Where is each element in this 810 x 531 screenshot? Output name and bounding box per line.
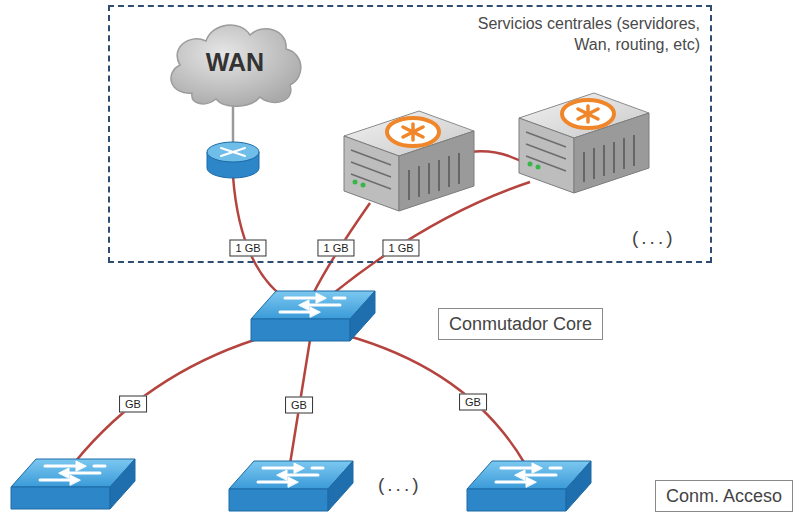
core-switch-symbol: [251, 291, 375, 341]
server-symbol: [344, 111, 474, 211]
ellipsis-note: (...): [632, 227, 676, 249]
access-switch-symbol: [229, 461, 353, 511]
router-symbol: [207, 142, 259, 178]
link-speed-tag: 1 GB: [317, 240, 354, 257]
link-speed-tag: GB: [119, 396, 147, 413]
node-text: GB: [291, 399, 307, 412]
link-speed-tag: GB: [285, 397, 313, 414]
wan-link: [232, 100, 235, 148]
node-text: Conmutador Core: [449, 313, 592, 335]
core-switch-caption: Conmutador Core: [438, 308, 603, 340]
access-switch-caption: Conm. Acceso: [655, 480, 793, 512]
node-text: 1 GB: [388, 242, 413, 255]
node-text: 1 GB: [235, 242, 260, 255]
services-region: Servicios centrales (servidores, Wan, ro…: [108, 5, 712, 263]
server-symbol: [519, 93, 649, 193]
link-speed-tag: GB: [459, 394, 487, 411]
access-switch-symbol: [11, 459, 135, 509]
node-text: Conm. Acceso: [666, 485, 782, 507]
ellipsis-note: (...): [378, 474, 422, 496]
node-text: WAN: [162, 48, 308, 77]
node-text: GB: [465, 396, 481, 409]
node-text: 1 GB: [323, 242, 348, 255]
link-speed-tag: 1 GB: [382, 240, 419, 257]
link-speed-tag: 1 GB: [229, 240, 266, 257]
node-text: GB: [125, 398, 141, 411]
access-switch-symbol: [467, 461, 591, 511]
node-text: Servicios centrales (servidores, Wan, ro…: [438, 13, 700, 55]
wan-cloud: WAN: [162, 15, 308, 109]
